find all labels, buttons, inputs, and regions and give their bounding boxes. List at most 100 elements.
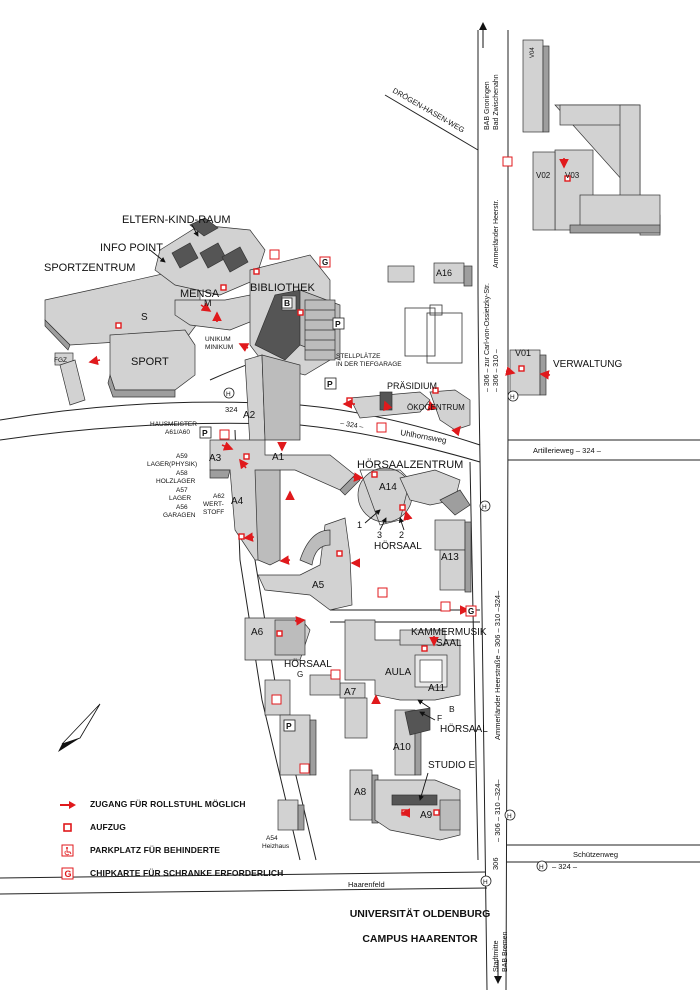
wheelchair-icon xyxy=(61,844,74,857)
legend-item-lift: AUFZUG xyxy=(58,821,358,844)
building-fgz xyxy=(54,352,86,406)
label-aula: AULA xyxy=(385,667,411,678)
label-v01: V01 xyxy=(515,348,531,358)
legend-text: PARKPLATZ FÜR BEHINDERTE xyxy=(90,845,221,855)
road-haarenfeld-north xyxy=(0,871,487,879)
legend-text: AUFZUG xyxy=(90,822,127,832)
label-studio-e: STUDIO E xyxy=(428,760,476,771)
street-haarenfeld: Haarenfeld xyxy=(348,880,385,889)
building-v04 xyxy=(522,39,550,133)
label-a56: A56 xyxy=(176,504,188,511)
label-a62-stoff: STOFF xyxy=(203,509,224,516)
label-a59: A59 xyxy=(176,453,188,460)
building-a5 xyxy=(257,517,353,611)
label-a62: A62 xyxy=(213,493,225,500)
label-a58-text: HOLZLAGER xyxy=(156,478,196,485)
label-eltern-kind-raum: ELTERN-KIND-RAUM xyxy=(122,214,231,226)
building-a13 xyxy=(434,519,472,593)
map-title: UNIVERSITÄT OLDENBURG xyxy=(349,908,491,920)
label-hoersaal-1: 1 xyxy=(357,520,362,530)
building-a2 xyxy=(244,354,301,446)
road-ammerlaender-east xyxy=(505,30,509,991)
g-boxes xyxy=(319,256,477,617)
label-a14: A14 xyxy=(379,482,397,493)
bus-stop-label: H xyxy=(482,504,487,511)
label-mensa: MENSA xyxy=(180,288,220,300)
street-bad-zwischenahn: Bad Zwischenahn xyxy=(493,74,500,130)
map-legend: ZUGANG FÜR ROLLSTUHL MÖGLICH AUFZUG PARK… xyxy=(58,798,358,890)
label-a7: A7 xyxy=(344,687,357,698)
building-sportzentrum xyxy=(44,269,201,398)
buildings xyxy=(44,39,661,841)
road-haarenfeld-south xyxy=(0,887,488,895)
street-carl-von-ossietzky: – 306 – zur Carl-von-Ossietzky-Str. xyxy=(484,283,491,392)
label-b: B xyxy=(449,704,455,714)
label-v04: V04 xyxy=(530,47,536,58)
label-verwaltung: VERWALTUNG xyxy=(553,359,622,370)
label-a54: A54 xyxy=(266,835,278,842)
label-tiefgarage: IN DER TIEFGARAGE xyxy=(336,361,402,368)
label-a5: A5 xyxy=(312,580,325,591)
label-f: F xyxy=(437,713,442,723)
street-ammerlaender-top: Ammerländer Heerstr. xyxy=(493,199,500,268)
street-artillerieweg: Artillerieweg – 324 – xyxy=(533,446,602,455)
street-schuetzenweg: Schützenweg xyxy=(573,850,618,859)
parking-label: P xyxy=(286,721,292,731)
building-a16 xyxy=(433,262,473,287)
building-labels: V04 V02 V03 A16 V01 A2 A1 A3 A4 A5 A14 A… xyxy=(209,47,580,821)
bus-stop-label: H xyxy=(539,864,544,871)
label-hoersaal-3: 3 xyxy=(377,530,382,540)
label-bibliothek: BIBLIOTHEK xyxy=(250,282,315,294)
label-a6: A6 xyxy=(251,627,264,638)
label-a1: A1 xyxy=(272,452,285,463)
building-a14 xyxy=(357,467,471,526)
label-a2: A2 xyxy=(243,410,256,421)
label-a57: A57 xyxy=(176,487,188,494)
route-324-south: – 324 – xyxy=(552,862,578,871)
label-a11: A11 xyxy=(428,683,445,694)
label-a59-text: LAGER(PHYSIK) xyxy=(147,461,197,468)
road-ammerlaender-west xyxy=(477,30,488,991)
parking-label: P xyxy=(327,379,333,389)
bus-stop-label: H xyxy=(483,879,488,886)
svg-text:G: G xyxy=(65,869,72,879)
label-sport: SPORT xyxy=(131,356,169,368)
label-unikum: UNIKUM xyxy=(205,336,231,343)
label-praesidium: PRÄSIDIUM xyxy=(387,381,437,391)
bus-stops xyxy=(223,387,548,887)
legend-text: ZUGANG FÜR ROLLSTUHL MÖGLICH xyxy=(90,799,246,809)
label-a57-text: LAGER xyxy=(169,495,191,502)
street-droegen-hasen-weg: DRÖGEN-HASEN-WEG xyxy=(391,86,466,135)
parking-boxes xyxy=(199,297,345,732)
pointer-arrows xyxy=(149,224,436,801)
bus-stop-label: H xyxy=(510,394,515,401)
north-arrow xyxy=(58,703,101,752)
label-hoersaal-a14: HÖRSAAL xyxy=(374,540,422,552)
route-324-uhlhornsweg: – 324 – xyxy=(340,420,364,431)
label-hoersaal-a11: HÖRSAAL xyxy=(440,723,488,735)
legend-item-chipkarte: G CHIPKARTE FÜR SCHRANKE ERFORDERLICH xyxy=(58,867,358,890)
g-box-label: G xyxy=(468,607,474,616)
label-m: M xyxy=(204,298,212,308)
label-fgz: FGZ xyxy=(54,357,67,364)
legend-item-parking: PARKPLATZ FÜR BEHINDERTE xyxy=(58,844,358,867)
legend-item-access: ZUGANG FÜR ROLLSTUHL MÖGLICH xyxy=(58,798,358,821)
label-a58: A58 xyxy=(176,470,188,477)
street-ammerlaender-mid: Ammerländer Heerstraße – 306 – 310 –324– xyxy=(493,590,502,740)
building-a10 xyxy=(394,707,431,776)
label-a9: A9 xyxy=(420,810,433,821)
label-a56-text: GARAGEN xyxy=(163,512,196,519)
building-a7 xyxy=(309,674,368,739)
label-hausmeister: HAUSMEISTER xyxy=(150,421,197,428)
street-bab-groningen: BAB Groningen xyxy=(484,81,491,130)
bus-stop-label: H xyxy=(507,813,512,820)
legend-text: CHIPKARTE FÜR SCHRANKE ERFORDERLICH xyxy=(90,868,284,878)
map-subtitle: CAMPUS HAARENTOR xyxy=(362,933,478,945)
label-kammermusik: KAMMERMUSIK xyxy=(411,627,487,638)
red-arrow-icon xyxy=(60,801,76,809)
parking-label: P xyxy=(335,319,341,329)
g-box-label: G xyxy=(322,258,328,267)
label-minikum: MINIKUM xyxy=(205,344,233,351)
label-a13: A13 xyxy=(441,552,459,563)
